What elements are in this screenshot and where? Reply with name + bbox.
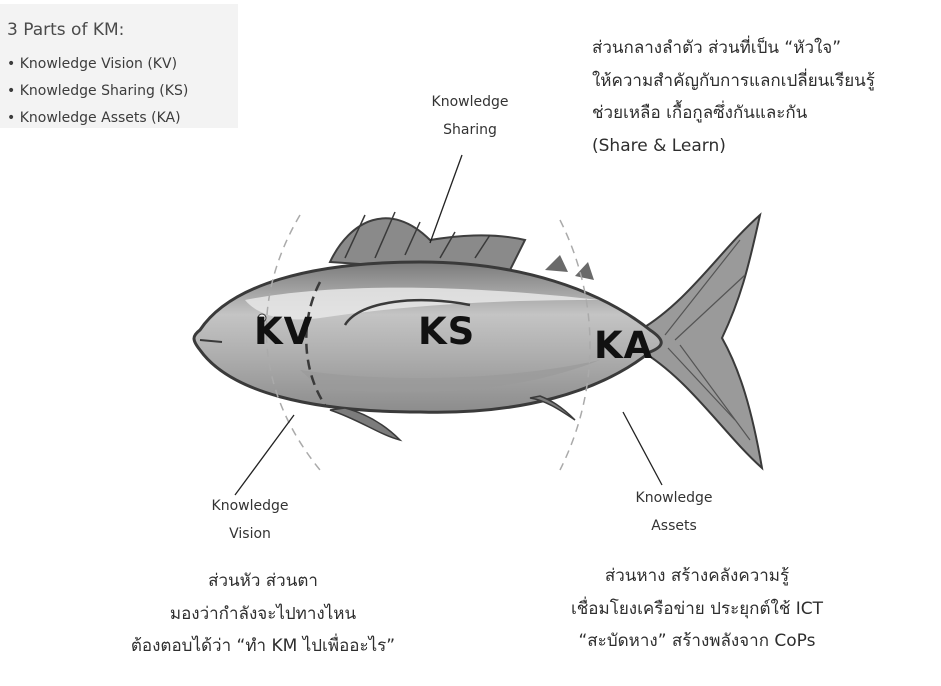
label-sharing-line2: Sharing xyxy=(443,122,497,138)
dorsal-finlets xyxy=(545,255,594,280)
tail-description: ส่วนหาง สร้างคลังความรู้ เชื่อมโยงเครือข… xyxy=(532,560,862,658)
fish-mouth xyxy=(199,339,223,343)
anal-fin xyxy=(529,395,576,421)
parts-summary-box xyxy=(0,4,238,128)
head-desc-line3: ต้องตอบได้ว่า “ทำ KM ไปเพื่ออะไร” xyxy=(130,636,396,656)
fish-eye xyxy=(257,313,267,323)
body-description: ส่วนกลางลำตัว ส่วนที่เป็น “หัวใจ” ให้ควา… xyxy=(592,32,875,162)
tail-desc-line2: เชื่อมโยงเครือข่าย ประยุกต์ใช้ ICT xyxy=(570,598,824,619)
parts-item-kv: • Knowledge Vision (KV) xyxy=(7,56,178,72)
assets-pointer xyxy=(622,411,663,486)
body-desc-line2: ให้ความสำคัญกับการแลกเปลี่ยนเรียนรู้ xyxy=(592,70,875,91)
region-label-ka: KA xyxy=(594,324,654,367)
lateral-stripe xyxy=(245,287,600,320)
body-desc-line3: ช่วยเหลือ เกื้อกูลซึ่งกันและกัน xyxy=(592,103,808,123)
parts-item-ka: • Knowledge Assets (KA) xyxy=(7,110,181,126)
head-divider xyxy=(305,281,327,406)
parts-title: 3 Parts of KM: xyxy=(7,20,125,40)
region-label-kv: KV xyxy=(254,310,314,353)
tail-desc-line3: “สะบัดหาง” สร้างพลังจาก CoPs xyxy=(578,631,816,651)
head-desc-line2: มองว่ากำลังจะไปทางไหน xyxy=(169,603,357,624)
label-knowledge-assets: Knowledge Assets xyxy=(624,484,724,540)
body-desc-line4: (Share & Learn) xyxy=(592,135,726,156)
vision-pointer xyxy=(234,414,295,496)
body-desc-line1: ส่วนกลางลำตัว ส่วนที่เป็น “หัวใจ” xyxy=(592,38,842,58)
label-assets-line1: Knowledge xyxy=(635,490,713,506)
ka-divider-arc xyxy=(559,219,591,471)
head-desc-line1: ส่วนหัว ส่วนตา xyxy=(208,571,318,591)
pelvic-fin xyxy=(329,407,403,442)
region-label-ks: KS xyxy=(418,310,476,353)
label-knowledge-vision: Knowledge Vision xyxy=(200,492,300,548)
sharing-pointer xyxy=(429,154,463,244)
label-knowledge-sharing: Knowledge Sharing xyxy=(420,88,520,144)
parts-item-ks: • Knowledge Sharing (KS) xyxy=(7,83,189,99)
pectoral-line xyxy=(343,298,471,326)
label-sharing-line1: Knowledge xyxy=(431,94,509,110)
head-description: ส่วนหัว ส่วนตา มองว่ากำลังจะไปทางไหน ต้อ… xyxy=(108,565,418,663)
belly-shade xyxy=(300,360,600,393)
tail-desc-line1: ส่วนหาง สร้างคลังความรู้ xyxy=(604,566,790,586)
label-vision-line2: Vision xyxy=(229,526,271,542)
label-vision-line1: Knowledge xyxy=(211,498,289,514)
label-assets-line2: Assets xyxy=(651,518,697,534)
dorsal-fin xyxy=(328,211,527,272)
tail-fin xyxy=(639,212,764,471)
